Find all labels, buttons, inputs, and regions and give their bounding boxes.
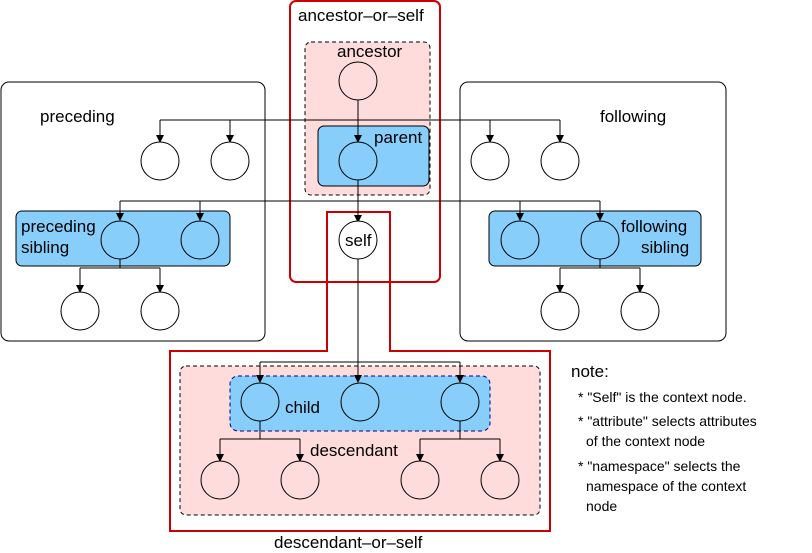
note-line-3: of the context node bbox=[586, 433, 705, 449]
node-following-sibling-child-b bbox=[620, 291, 660, 331]
label-child: child bbox=[285, 398, 320, 417]
node-child-a bbox=[240, 382, 280, 422]
node-descendant-a bbox=[200, 460, 240, 500]
label-preceding-sibling-1: preceding bbox=[21, 217, 96, 236]
label-following-sibling-1: following bbox=[621, 217, 687, 236]
node-descendant-d bbox=[480, 460, 520, 500]
node-preceding-sibling-child-b bbox=[140, 291, 180, 331]
following-box bbox=[459, 81, 727, 342]
preceding-box bbox=[0, 81, 266, 342]
label-following: following bbox=[600, 107, 666, 126]
node-child-b bbox=[340, 382, 380, 422]
label-following-sibling-2: sibling bbox=[641, 238, 689, 257]
node-self bbox=[338, 220, 378, 260]
label-self: self bbox=[345, 231, 372, 250]
label-parent: parent bbox=[374, 128, 422, 147]
node-preceding-sibling-b bbox=[180, 220, 220, 260]
ancestor-or-self-box bbox=[289, 0, 441, 283]
node-preceding-sibling-child-a bbox=[60, 291, 100, 331]
node-child-c bbox=[440, 382, 480, 422]
node-following-b bbox=[540, 141, 580, 181]
descendant-or-self-box bbox=[169, 211, 551, 532]
node-preceding-sibling-a bbox=[100, 220, 140, 260]
node-preceding-b bbox=[210, 141, 250, 181]
label-preceding-sibling-2: sibling bbox=[21, 238, 69, 257]
note-line-5: namespace of the context bbox=[586, 478, 746, 494]
node-ancestor bbox=[338, 61, 378, 101]
node-following-sibling-child-a bbox=[540, 291, 580, 331]
note-line-2: * "attribute" selects attributes bbox=[578, 413, 757, 429]
node-descendant-b bbox=[280, 460, 320, 500]
label-preceding: preceding bbox=[40, 107, 115, 126]
note-line-1: * "Self" is the context node. bbox=[578, 389, 747, 405]
note-title: note: bbox=[571, 362, 609, 381]
node-following-sibling-a bbox=[500, 220, 540, 260]
label-ancestor: ancestor bbox=[337, 42, 403, 61]
node-preceding-a bbox=[140, 141, 180, 181]
node-parent bbox=[338, 141, 378, 181]
node-following-a bbox=[470, 141, 510, 181]
label-descendant-or-self: descendant–or–self bbox=[274, 533, 423, 552]
note-line-4: * "namespace" selects the bbox=[578, 458, 741, 474]
label-descendant: descendant bbox=[310, 441, 398, 460]
note-line-6: node bbox=[586, 498, 617, 514]
node-following-sibling-b bbox=[580, 220, 620, 260]
label-ancestor-or-self: ancestor–or–self bbox=[298, 6, 424, 25]
node-descendant-c bbox=[400, 460, 440, 500]
